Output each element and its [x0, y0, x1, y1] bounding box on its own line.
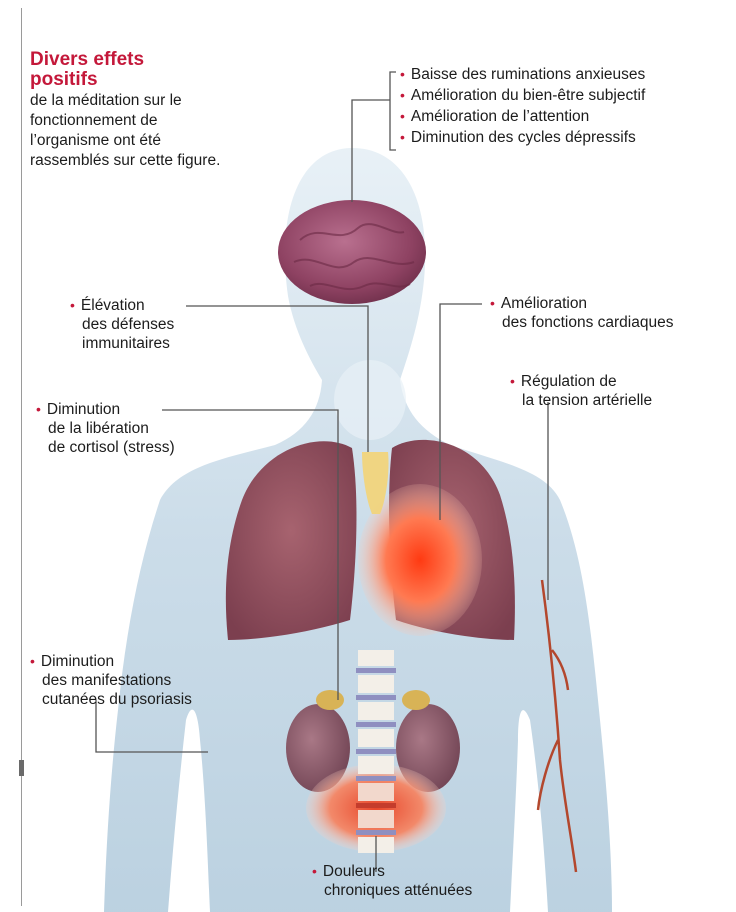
brain-effect-item: • Baisse des ruminations anxieuses	[400, 64, 730, 85]
bullet-icon: •	[400, 66, 405, 82]
cortisol-label: • Diminution de la libération de cortisol…	[36, 400, 175, 457]
bullet-icon: •	[36, 401, 41, 417]
bullet-icon: •	[70, 297, 75, 313]
cardiac-label: • Amélioration des fonctions cardiaques	[490, 294, 673, 332]
intro-title: Divers effets positifs	[30, 50, 190, 90]
cortisol-label-line: de la libération	[36, 419, 175, 438]
cortisol-label-line: Diminution	[47, 401, 120, 418]
tension-label-line: Régulation de	[521, 373, 617, 390]
psoriasis-label-line: Diminution	[41, 653, 114, 670]
psoriasis-label: • Diminution des manifestations cutanées …	[30, 652, 192, 709]
intro-block: Divers effets positifs de la méditation …	[30, 50, 230, 171]
brain-effect-label: Diminution des cycles dépressifs	[411, 129, 636, 146]
bullet-icon: •	[490, 295, 495, 311]
bullet-icon: •	[400, 87, 405, 103]
bullet-icon: •	[30, 653, 35, 669]
brain-effect-label: Amélioration de l’attention	[411, 108, 589, 125]
brain-effect-label: Baisse des ruminations anxieuses	[411, 66, 645, 83]
brain-effect-item: • Amélioration de l’attention	[400, 106, 730, 127]
cardiac-label-line: Amélioration	[501, 295, 587, 312]
immune-label-line: Élévation	[81, 297, 145, 314]
pain-label: • Douleurs chroniques atténuées	[312, 862, 472, 900]
brain-effect-item: • Amélioration du bien-être subjectif	[400, 85, 730, 106]
right-adrenal	[402, 690, 430, 710]
tension-label: • Régulation de la tension artérielle	[510, 372, 652, 410]
pain-label-line: chroniques atténuées	[312, 881, 472, 900]
neck-highlight	[334, 360, 406, 440]
immune-label: • Élévation des défenses immunitaires	[70, 296, 174, 353]
bullet-icon: •	[312, 863, 317, 879]
immune-label-line: des défenses	[70, 315, 174, 334]
bullet-icon: •	[400, 129, 405, 145]
brain-effects-list: • Baisse des ruminations anxieuses • Améli…	[400, 64, 730, 148]
psoriasis-label-line: cutanées du psoriasis	[30, 690, 192, 709]
spine	[356, 650, 396, 853]
intro-body: de la méditation sur le fonctionnement d…	[30, 91, 230, 171]
cardiac-label-line: des fonctions cardiaques	[490, 313, 673, 332]
pain-label-line: Douleurs	[323, 863, 385, 880]
left-adrenal	[316, 690, 344, 710]
bullet-icon: •	[510, 373, 515, 389]
psoriasis-label-line: des manifestations	[30, 671, 192, 690]
tension-label-line: la tension artérielle	[510, 391, 652, 410]
brain-effect-label: Amélioration du bien-être subjectif	[411, 87, 645, 104]
immune-label-line: immunitaires	[70, 334, 174, 353]
brain-effect-item: • Diminution des cycles dépressifs	[400, 127, 730, 148]
bullet-icon: •	[400, 108, 405, 124]
cortisol-label-line: de cortisol (stress)	[36, 438, 175, 457]
